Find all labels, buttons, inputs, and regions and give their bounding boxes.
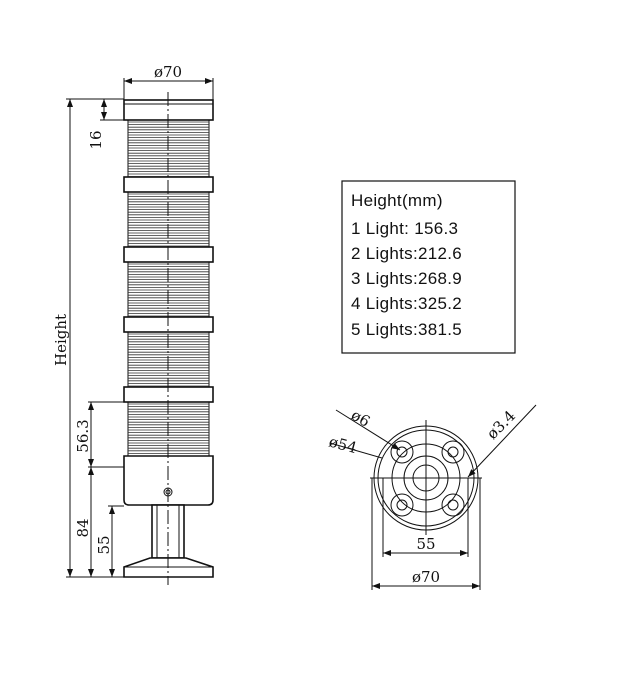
- mount-hole: [396, 446, 408, 458]
- hole-diameter-label: ø6: [348, 406, 373, 431]
- table-title: Height(mm): [351, 191, 443, 210]
- top-diameter-label: ø70: [154, 63, 182, 81]
- outer-diameter-label: ø70: [412, 568, 440, 586]
- hole-spacing-label: 55: [416, 535, 435, 553]
- small-hole-diameter-label: ø3.4: [483, 407, 519, 443]
- inner-diameter-label: ø54: [327, 432, 359, 457]
- base-housing: [123, 455, 214, 506]
- bottom-view: ø6 ø54 ø3.4 55 ø70: [327, 404, 537, 590]
- mount-hole: [396, 499, 408, 511]
- tier-height-label: 56.3: [74, 419, 92, 452]
- base-height-label: 84: [74, 518, 92, 537]
- table-row: 1 Light: 156.3: [351, 219, 458, 238]
- stem-height-label: 55: [95, 535, 113, 554]
- table-row: 3 Lights:268.9: [351, 269, 462, 288]
- cap-height-label: 16: [87, 130, 105, 149]
- table-box: [341, 180, 516, 354]
- table-row: 5 Lights:381.5: [351, 320, 462, 339]
- mount-hole: [447, 446, 459, 458]
- height-label: Height: [52, 314, 70, 366]
- table-row: 2 Lights:212.6: [351, 244, 462, 263]
- side-view: ø70 Height 16 56.3 84 55: [52, 63, 214, 585]
- mount-hole: [447, 499, 459, 511]
- height-table: Height(mm) 1 Light: 156.3 2 Lights:212.6…: [341, 180, 516, 354]
- table-row: 4 Lights:325.2: [351, 294, 462, 313]
